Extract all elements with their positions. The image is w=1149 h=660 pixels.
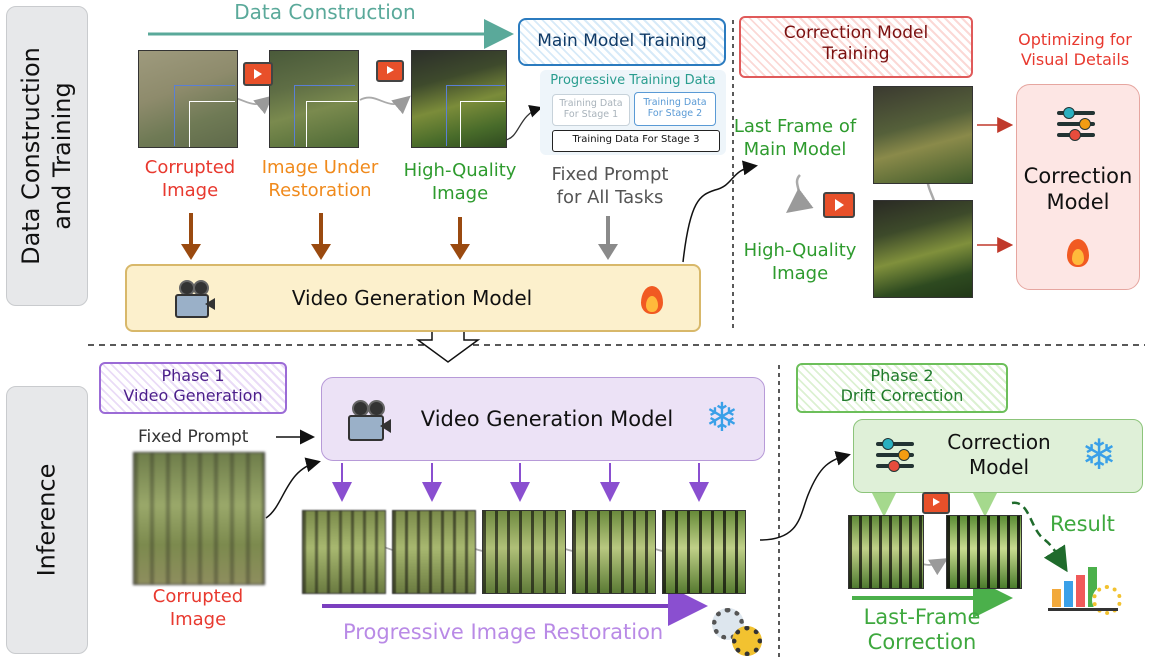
video-camera-icon xyxy=(344,400,392,441)
stage1-box: Training Data For Stage 1 xyxy=(552,94,630,126)
progressive-restoration-label: Progressive Image Restoration xyxy=(343,620,664,644)
snowflake-icon: ❄ xyxy=(705,395,739,441)
stage2-label: Training Data For Stage 2 xyxy=(643,97,707,120)
training-section-label-box: Data Construction and Training xyxy=(6,6,88,306)
corrupted-image-thumb xyxy=(138,50,238,148)
corrupted-image-inference-label: Corrupted Image xyxy=(152,586,244,630)
film-icon xyxy=(376,60,404,82)
result-label: Result xyxy=(1050,512,1115,536)
video-generation-model-inference-label: Video Generation Model xyxy=(420,407,674,431)
fire-icon xyxy=(637,280,667,316)
fixed-prompt-label: Fixed Prompt xyxy=(138,427,249,447)
phase1-box: Phase 1 Video Generation xyxy=(99,362,287,414)
high-quality-image-label: High-Quality Image xyxy=(403,160,517,204)
video-generation-model-label: Video Generation Model xyxy=(291,286,533,310)
stage3-label: Training Data For Stage 3 xyxy=(572,134,700,145)
inference-section-label-box: Inference xyxy=(6,386,88,654)
restoration-frame xyxy=(392,510,476,594)
last-frame-correction-label: Last-Frame Correction xyxy=(863,605,981,655)
fixed-prompt-all-tasks-label: Fixed Prompt for All Tasks xyxy=(551,164,669,208)
data-construction-label: Data Construction xyxy=(234,0,416,24)
restoration-frame xyxy=(572,510,656,594)
restoration-frame xyxy=(482,510,566,594)
phase1-label: Phase 1 Video Generation xyxy=(123,366,263,405)
correction-input-frame xyxy=(848,515,924,589)
sliders-icon xyxy=(1057,107,1097,141)
main-model-training-label: Main Model Training xyxy=(537,31,707,51)
film-icon xyxy=(243,62,273,86)
sliders-icon xyxy=(876,438,916,472)
last-frame-thumb xyxy=(873,86,973,184)
image-under-restoration-label: Image Under Restoration xyxy=(261,157,379,201)
restoration-frame xyxy=(662,510,746,594)
film-icon xyxy=(922,492,950,514)
correction-model-training-box: Correction Model Training xyxy=(739,16,973,78)
correction-model-label: Correction Model xyxy=(1023,164,1133,215)
phase2-box: Phase 2 Drift Correction xyxy=(796,363,1008,413)
chart-growth-icon xyxy=(1048,545,1122,615)
progressive-training-data-panel: Progressive Training Data Training Data … xyxy=(540,70,726,155)
video-camera-icon xyxy=(171,280,215,318)
corrupted-image-inference-thumb xyxy=(133,452,265,585)
video-generation-model-box-inference: Video Generation Model ❄ xyxy=(321,377,765,461)
gears-icon xyxy=(710,604,762,656)
main-model-training-box: Main Model Training xyxy=(518,18,726,66)
corrupted-image-label: Corrupted Image xyxy=(144,157,236,201)
correction-model-inference-label: Correction Model xyxy=(947,430,1051,479)
stage2-box: Training Data For Stage 2 xyxy=(634,92,716,126)
progressive-training-data-title: Progressive Training Data xyxy=(550,73,716,88)
restoration-frame xyxy=(302,510,386,594)
film-icon xyxy=(823,192,855,218)
high-quality-image-thumb xyxy=(411,50,507,148)
fire-icon xyxy=(1063,233,1093,269)
correction-model-box-inference: Correction Model ❄ xyxy=(853,419,1143,493)
correction-model-box: Correction Model xyxy=(1016,84,1140,290)
stage1-label: Training Data For Stage 1 xyxy=(559,98,623,121)
last-frame-main-label: Last Frame of Main Model xyxy=(733,116,857,160)
video-generation-model-box: Video Generation Model xyxy=(125,264,701,332)
optimizing-label: Optimizing for Visual Details xyxy=(1018,30,1132,69)
correction-output-frame xyxy=(946,515,1022,589)
image-under-restoration-thumb xyxy=(269,50,359,148)
high-quality-thumb-2 xyxy=(873,200,973,298)
high-quality-image-2-label: High-Quality Image xyxy=(743,240,857,284)
snowflake-icon: ❄ xyxy=(1081,430,1117,479)
phase2-label: Phase 2 Drift Correction xyxy=(840,366,964,405)
stage3-box: Training Data For Stage 3 xyxy=(552,130,720,152)
correction-model-training-label: Correction Model Training xyxy=(783,23,929,65)
